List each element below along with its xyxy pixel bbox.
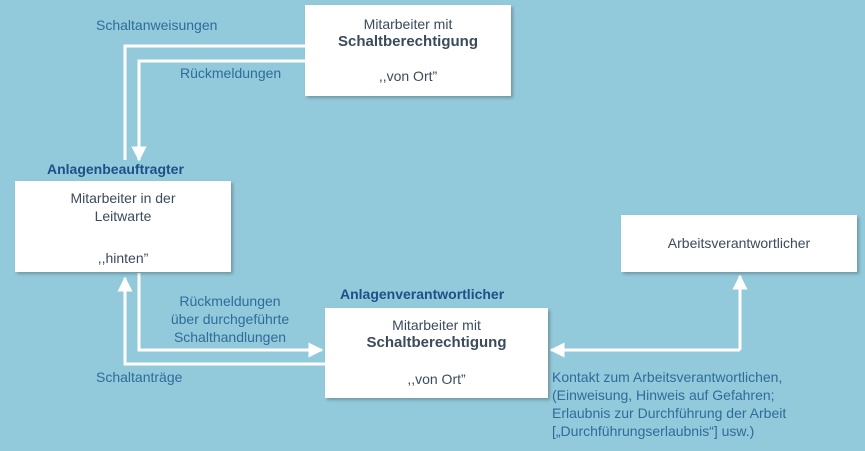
- node-text: Mitarbeiter mit: [392, 317, 481, 333]
- label-rueckmeldungen-bottom: Rückmeldungen über durchgeführte Schalth…: [160, 292, 300, 346]
- node-location: ,,hinten”: [97, 250, 149, 266]
- label-line: Erlaubnis zur Durchführung der Arbeit: [552, 405, 787, 421]
- node-mitarbeiter-schaltberechtigung-top: Mitarbeiter mit Schaltberechtigung ,,von…: [305, 5, 511, 96]
- label-kontakt: Kontakt zum Arbeitsverantwortlichen, (Ei…: [552, 368, 786, 440]
- arrow-schaltantraege: [117, 276, 325, 366]
- arrow-rueckmeldungen-top: [131, 59, 305, 162]
- node-bold-text: Schaltberechtigung: [366, 334, 507, 351]
- label-line: Rückmeldungen: [179, 293, 281, 309]
- label-rueckmeldungen-top: Rückmeldungen: [180, 65, 282, 81]
- node-mitarbeiter-schaltberechtigung-bottom: Mitarbeiter mit Schaltberechtigung ,,von…: [325, 308, 548, 398]
- node-arbeitsverantwortlicher: Arbeitsverantwortlicher: [621, 215, 857, 272]
- label-line: Schalthandlungen: [173, 329, 287, 345]
- node-text: Mitarbeiter mit: [363, 16, 453, 32]
- arrow-rueckmeldungen-bottom: [137, 273, 324, 358]
- node-location: ,,von Ort”: [407, 371, 466, 387]
- role-anlagenverantwortlicher: Anlagenverantwortlicher: [340, 286, 505, 302]
- node-text: Leitwarte: [94, 208, 152, 224]
- label-line: Kontakt zum Arbeitsverantwortlichen,: [552, 369, 783, 385]
- label-line: [„Durchführungserlaubnis“] usw.): [552, 423, 755, 439]
- label-line: (Einweisung, Hinweis auf Gefahren;: [552, 387, 775, 403]
- node-mitarbeiter-leitwarte: Mitarbeiter in der Leitwarte ,,hinten”: [15, 181, 231, 272]
- label-schaltantraege: Schaltanträge: [96, 369, 183, 385]
- node-text: Mitarbeiter in der: [70, 190, 176, 206]
- role-anlagenbeauftragter: Anlagenbeauftragter: [47, 161, 184, 177]
- node-bold-text: Schaltberechtigung: [337, 33, 479, 50]
- node-text: Arbeitsverantwortlicher: [667, 235, 811, 251]
- arrow-schaltanweisungen: [123, 38, 324, 160]
- node-location: ,,von Ort”: [378, 68, 438, 84]
- label-line: über durchgeführte: [170, 311, 290, 327]
- label-schaltanweisungen: Schaltanweisungen: [96, 17, 218, 33]
